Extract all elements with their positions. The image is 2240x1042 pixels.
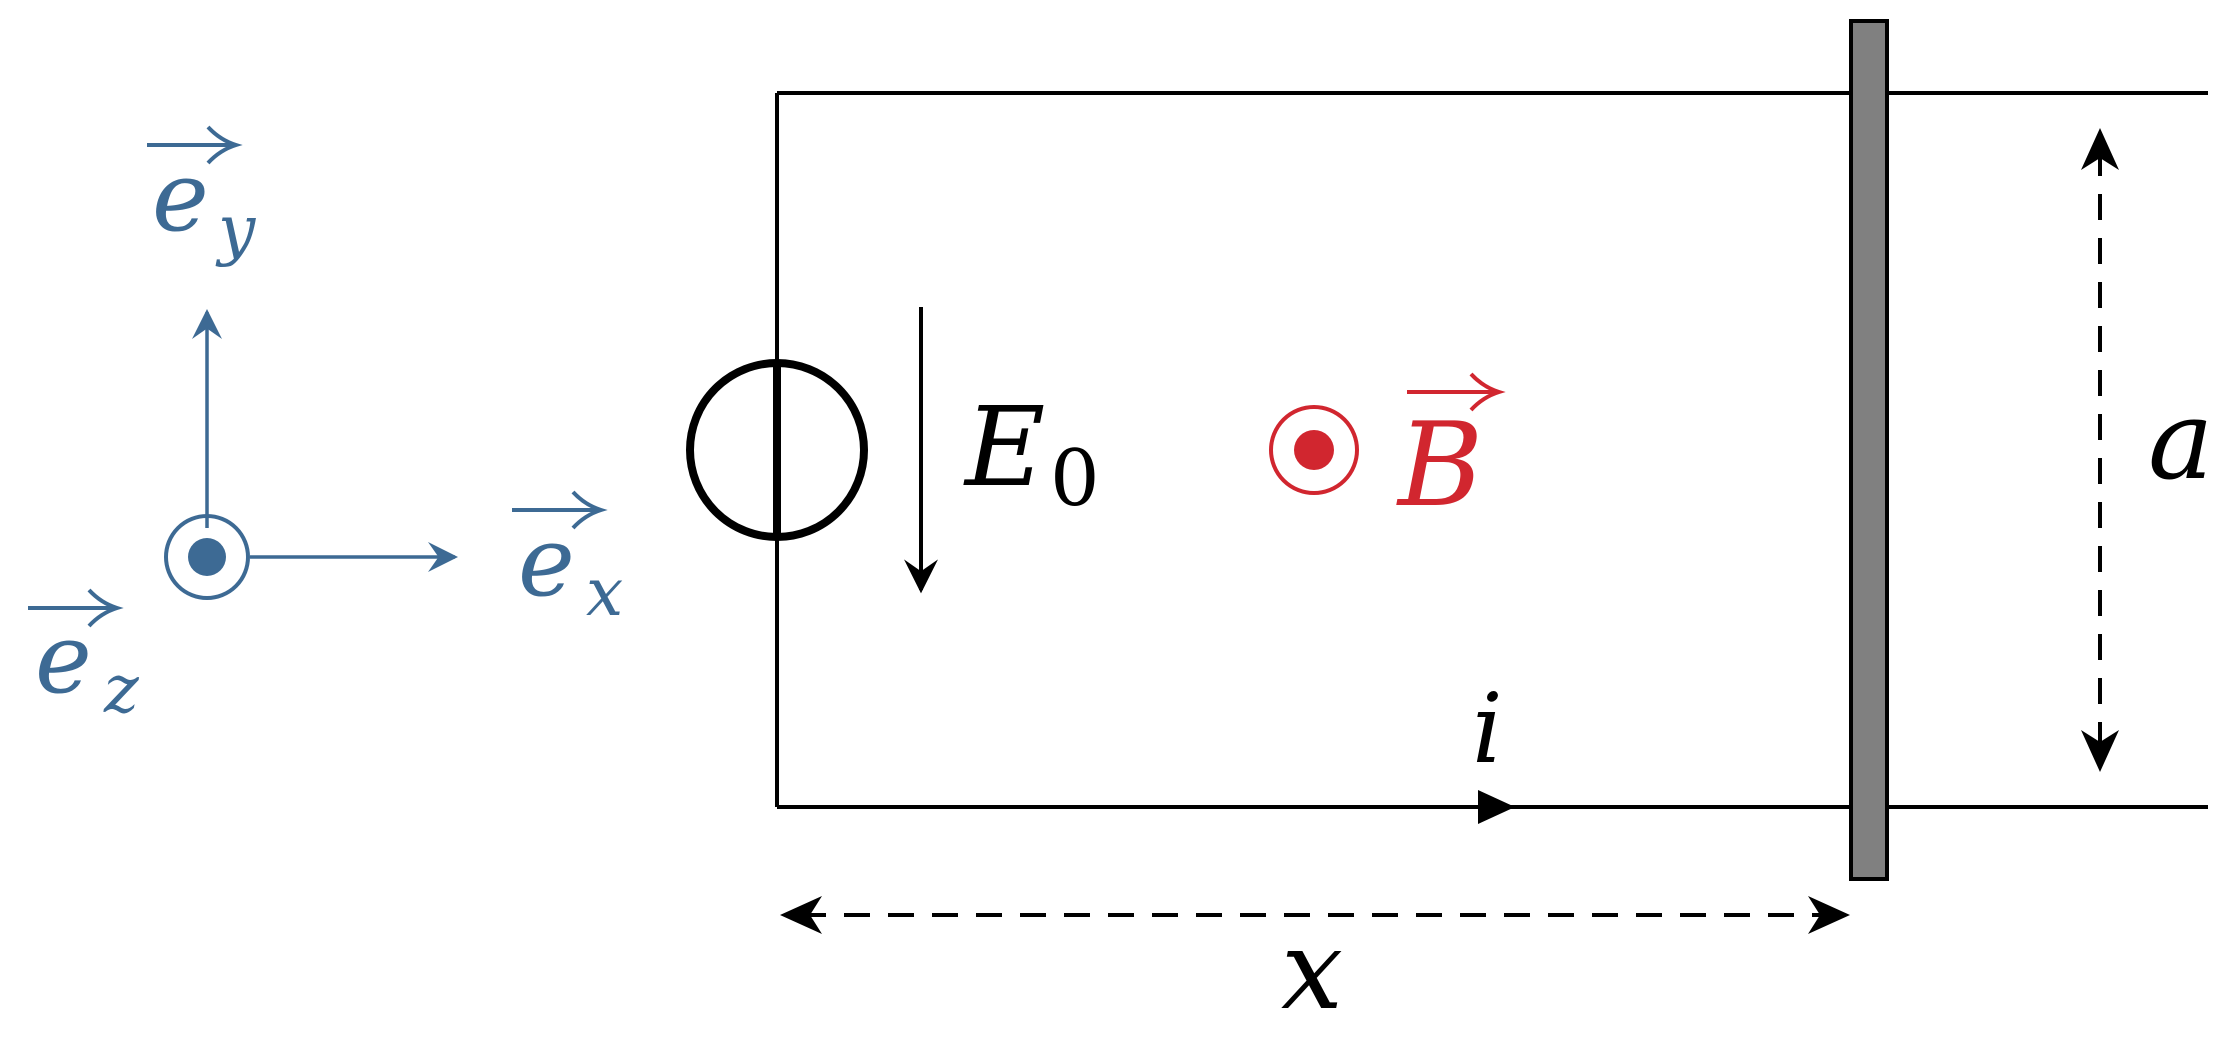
x-left-arrowhead-icon xyxy=(780,896,822,934)
a-top-arrowhead-icon xyxy=(2081,128,2119,170)
magnetic-field: B xyxy=(1269,372,1506,533)
x-dimension: x xyxy=(780,896,1850,1034)
x-right-arrowhead-icon xyxy=(1808,896,1850,934)
current-label: i xyxy=(1472,673,1503,785)
b-dot-in-circle-icon xyxy=(1269,405,1359,495)
ez-dot-in-circle-icon xyxy=(164,514,250,600)
coordinate-system: e y e x e z xyxy=(28,125,623,728)
vector-arrow-icon xyxy=(206,125,243,165)
a-bottom-arrowhead-icon xyxy=(2081,730,2119,772)
ez-base: e xyxy=(35,603,92,715)
ex-sub: x xyxy=(586,554,623,631)
a-label: a xyxy=(2148,376,2214,504)
emf-indicator: E 0 xyxy=(904,307,1100,594)
emf-label-sub: 0 xyxy=(1050,434,1100,524)
vector-arrow-icon xyxy=(571,490,608,530)
ez-label: e z xyxy=(28,588,140,728)
voltage-source xyxy=(686,359,868,541)
x-label: x xyxy=(1281,906,1343,1034)
ey-label: e y xyxy=(147,125,256,268)
vector-arrow-icon xyxy=(1469,372,1506,412)
current-indicator: i xyxy=(1472,673,1515,824)
b-label: B xyxy=(1396,398,1483,533)
vector-arrow-icon xyxy=(87,588,124,628)
ey-base: e xyxy=(152,141,209,253)
ex-label: e x xyxy=(512,490,623,631)
moving-rod xyxy=(1849,19,1889,881)
ez-sub: z xyxy=(103,651,140,728)
current-arrowhead-icon xyxy=(1478,790,1515,824)
ex-base: e xyxy=(518,506,575,618)
ey-sub: y xyxy=(215,191,256,268)
a-dimension: a xyxy=(2081,128,2214,772)
emf-label-base: E xyxy=(963,383,1045,511)
